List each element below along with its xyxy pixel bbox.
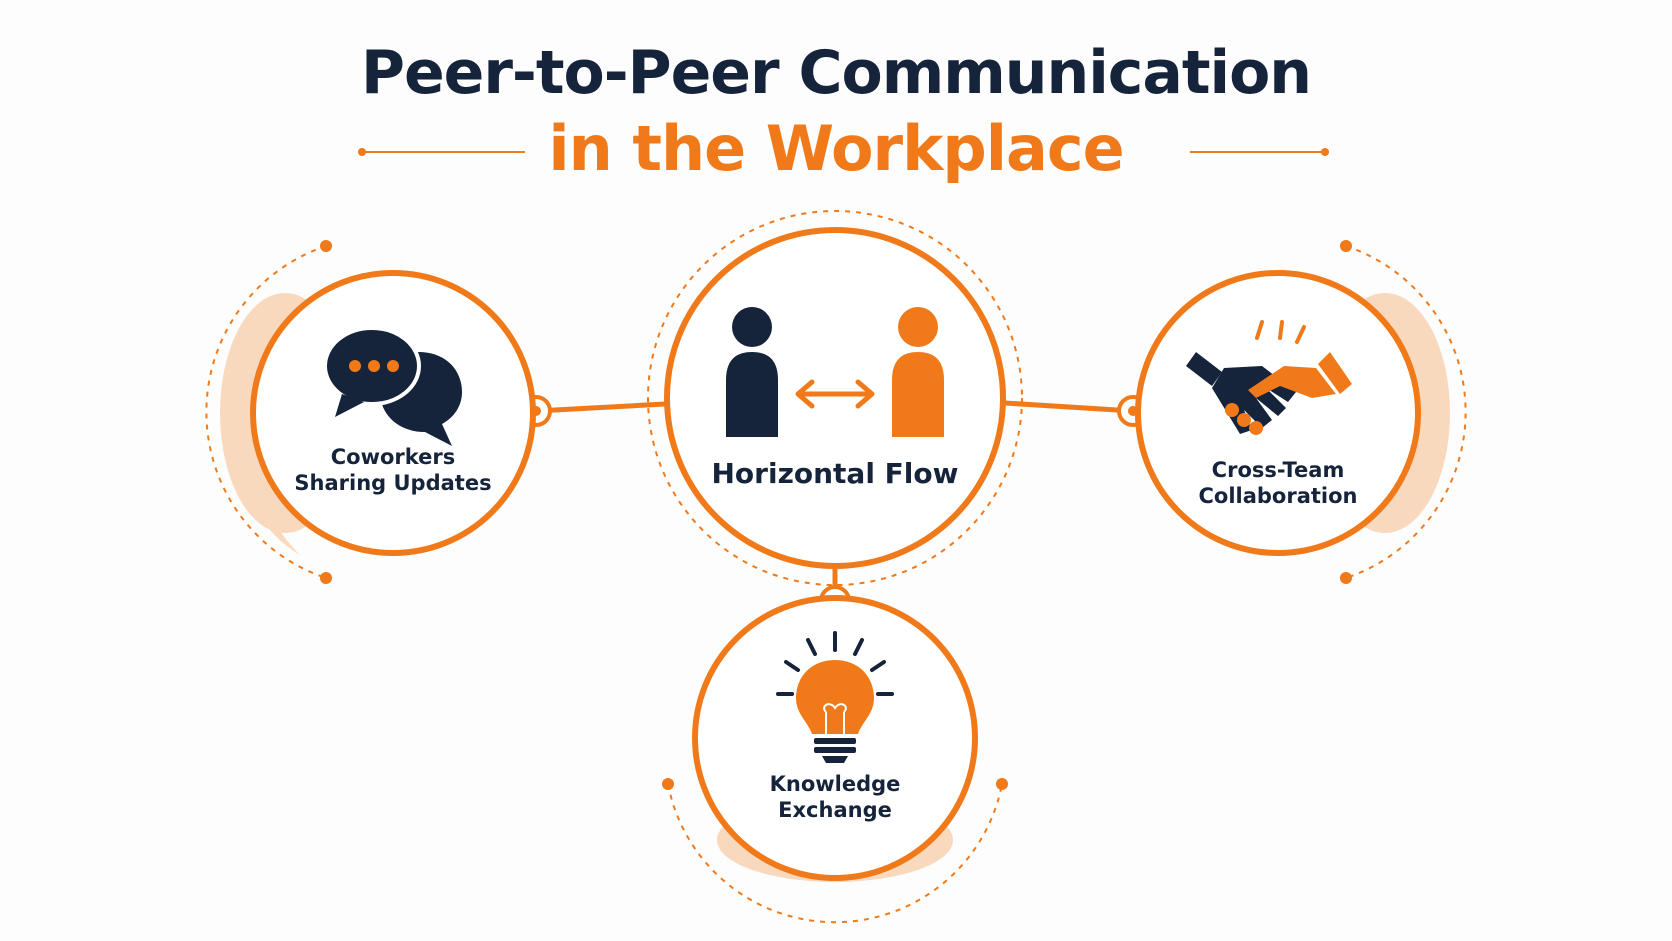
title-line-1: Peer-to-Peer Communication <box>360 38 1312 108</box>
label-bottom: Knowledge Exchange <box>725 771 945 824</box>
connector-right <box>1004 395 1149 427</box>
label-right-line2: Collaboration <box>1198 484 1358 509</box>
node-left <box>205 240 536 584</box>
title-line-2: in the Workplace <box>548 112 1124 185</box>
title-divider-left <box>358 148 525 156</box>
label-bottom-line1: Knowledge <box>769 772 901 796</box>
two-people-arrow-icon <box>726 307 944 437</box>
label-left-line2: Sharing Updates <box>294 471 492 496</box>
title-divider-right <box>1190 148 1329 156</box>
node-right <box>1135 240 1467 584</box>
label-right: Cross-Team Collaboration <box>1168 457 1388 510</box>
connector-left <box>520 395 666 427</box>
node-bottom <box>662 595 1008 924</box>
node-center <box>647 210 1023 586</box>
lightbulb-icon <box>776 631 894 763</box>
handshake-icon <box>1186 320 1352 435</box>
label-bottom-line2: Exchange <box>778 798 892 823</box>
chat-bubbles-icon <box>323 326 462 446</box>
label-left-line1: Coworkers <box>330 445 456 469</box>
label-left: Coworkers Sharing Updates <box>283 444 503 497</box>
label-center-text: Horizontal Flow <box>711 457 959 490</box>
label-center: Horizontal Flow <box>690 456 980 491</box>
label-right-line1: Cross-Team <box>1211 458 1345 482</box>
